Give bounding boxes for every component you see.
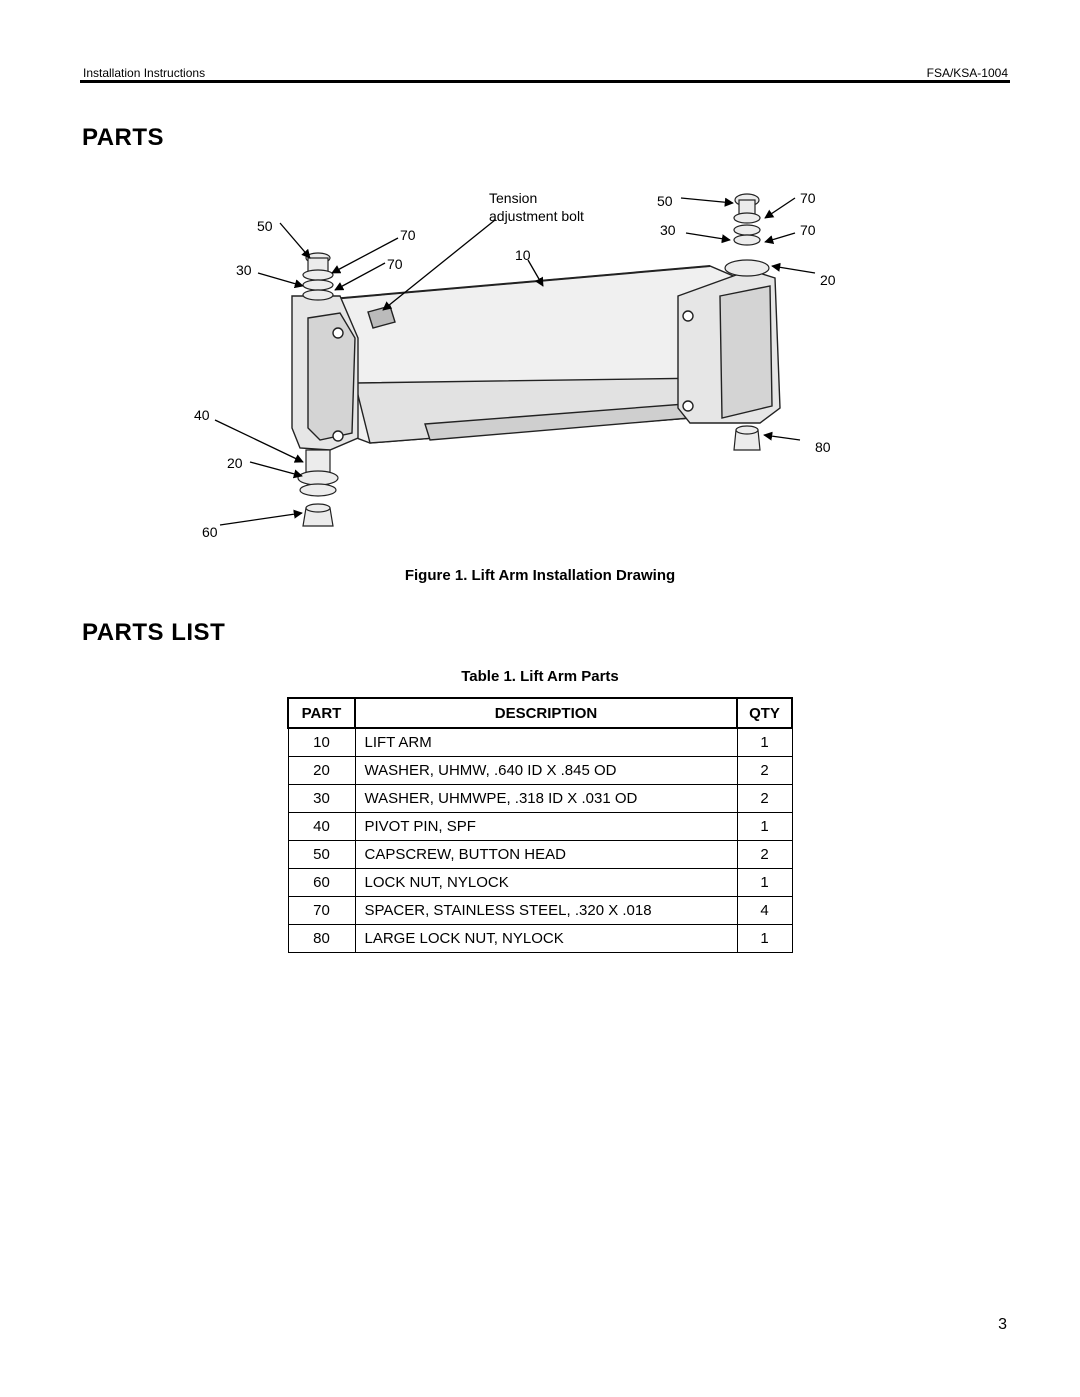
page-number: 3 xyxy=(998,1316,1007,1333)
cell-description: CAPSCREW, BUTTON HEAD xyxy=(354,840,738,869)
callout-right-20: 20 xyxy=(820,272,836,288)
cell-description: SPACER, STAINLESS STEEL, .320 X .018 xyxy=(354,896,738,925)
cell-part: 30 xyxy=(287,784,356,813)
table-header-row: PART DESCRIPTION QTY xyxy=(287,697,793,729)
cell-qty: 2 xyxy=(736,756,793,785)
cell-description: LOCK NUT, NYLOCK xyxy=(354,868,738,897)
lift-arm-drawing: Tension adjustment bolt 10 50 70 70 30 4… xyxy=(194,190,836,540)
cell-part: 40 xyxy=(287,812,356,841)
table-caption: Table 1. Lift Arm Parts xyxy=(461,668,619,685)
callout-right-70a: 70 xyxy=(800,190,816,206)
callout-right-50: 50 xyxy=(657,193,673,209)
callout-10: 10 xyxy=(515,247,531,263)
cell-description: WASHER, UHMW, .640 ID X .845 OD xyxy=(354,756,738,785)
cell-part: 80 xyxy=(287,924,356,953)
cell-part: 20 xyxy=(287,756,356,785)
cell-qty: 1 xyxy=(736,812,793,841)
callout-right-30: 30 xyxy=(660,222,676,238)
cell-qty: 2 xyxy=(736,784,793,813)
callout-left-40: 40 xyxy=(194,407,210,423)
cell-description: LIFT ARM xyxy=(354,727,738,757)
callout-left-70a: 70 xyxy=(400,227,416,243)
cell-part: 60 xyxy=(287,868,356,897)
cell-qty: 2 xyxy=(736,840,793,869)
section-title-parts: PARTS xyxy=(82,124,165,151)
cell-part: 10 xyxy=(287,727,356,757)
callout-right-70b: 70 xyxy=(800,222,816,238)
cell-qty: 1 xyxy=(736,727,793,757)
header-model-number: FSA/KSA-1004 xyxy=(926,66,1008,80)
cell-description: WASHER, UHMWPE, .318 ID X .031 OD xyxy=(354,784,738,813)
cell-part: 70 xyxy=(287,896,356,925)
lift-arm-body xyxy=(291,265,781,451)
callout-tension-2: adjustment bolt xyxy=(489,208,584,224)
header-doc-type: Installation Instructions xyxy=(83,66,206,80)
cell-description: PIVOT PIN, SPF xyxy=(354,812,738,841)
header-qty: QTY xyxy=(736,697,793,729)
left-hardware-stack xyxy=(297,252,339,527)
callout-left-50: 50 xyxy=(257,218,273,234)
right-hardware-stack xyxy=(724,193,770,451)
cell-qty: 1 xyxy=(736,868,793,897)
callout-left-60: 60 xyxy=(202,524,218,540)
section-title-parts-list: PARTS LIST xyxy=(82,619,226,646)
callout-left-20: 20 xyxy=(227,455,243,471)
cell-part: 50 xyxy=(287,840,356,869)
header-part: PART xyxy=(287,697,356,729)
callout-left-30: 30 xyxy=(236,262,252,278)
header-rule xyxy=(80,80,1010,83)
callout-right-80: 80 xyxy=(815,439,831,455)
figure-caption: Figure 1. Lift Arm Installation Drawing xyxy=(404,567,676,584)
cell-qty: 1 xyxy=(736,924,793,953)
callout-tension: Tension xyxy=(489,190,537,206)
cell-qty: 4 xyxy=(736,896,793,925)
callout-left-70b: 70 xyxy=(387,256,403,272)
header-description: DESCRIPTION xyxy=(354,697,738,729)
cell-description: LARGE LOCK NUT, NYLOCK xyxy=(354,924,738,953)
callout-leaders xyxy=(214,197,816,526)
